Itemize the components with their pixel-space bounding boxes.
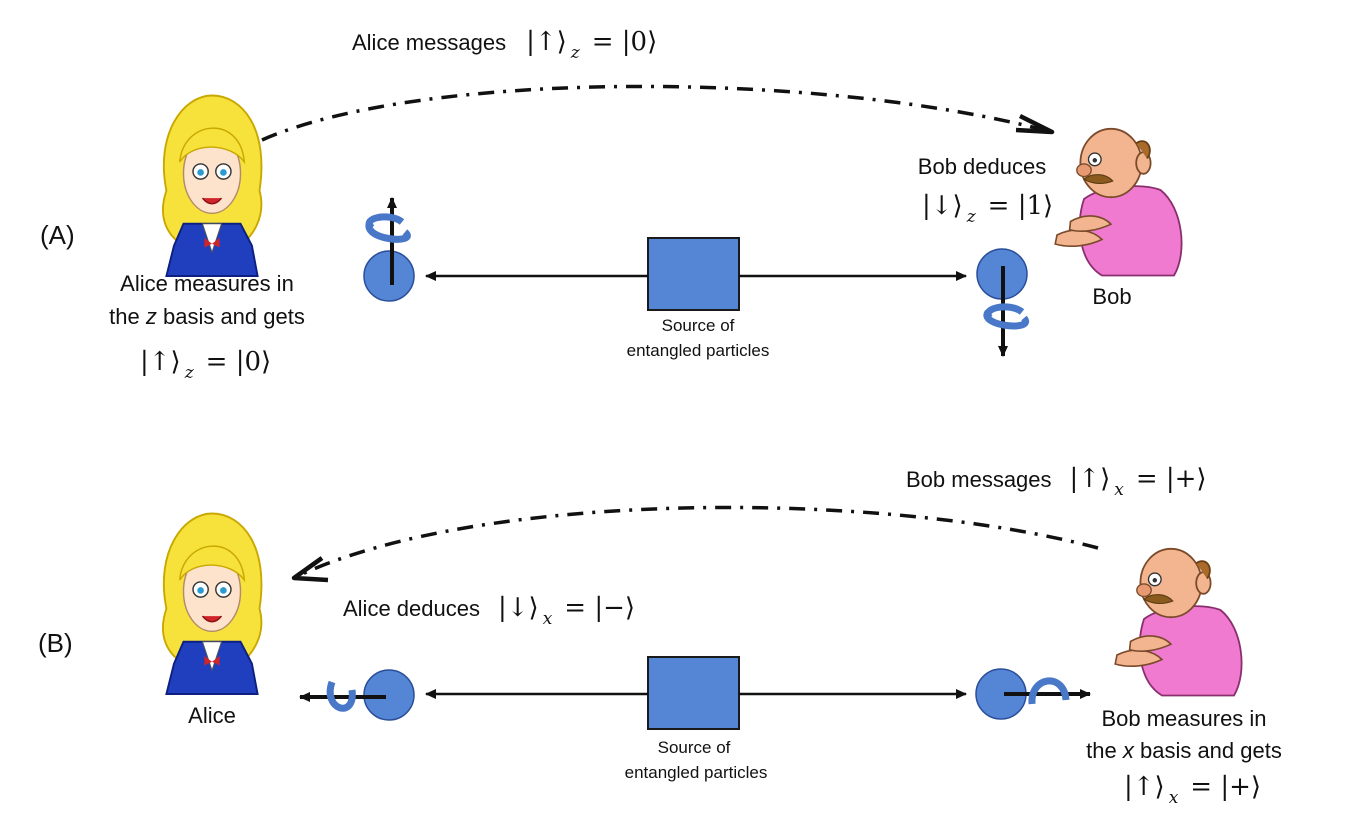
rotation-icon xyxy=(326,680,356,712)
particle-left xyxy=(363,250,415,302)
alice-measure-line2: the z basis and gets xyxy=(109,304,305,329)
bob-avatar xyxy=(1054,127,1183,277)
alice-avatar xyxy=(161,94,263,277)
bob-result: |↓⟩ z = |1⟩ xyxy=(922,191,1053,227)
rotation-icon xyxy=(1028,677,1070,705)
entangled-source xyxy=(647,237,740,311)
panel-label: (B) xyxy=(38,628,73,658)
panel-a: (A) Alice messages |↑⟩ z = |0⟩ Alice mea… xyxy=(40,27,1183,383)
message-caption: Alice messages |↑⟩ z = |0⟩ xyxy=(352,27,657,63)
source-label-2: entangled particles xyxy=(625,763,768,782)
bob-deduces-label: Bob deduces xyxy=(918,154,1046,179)
alice-name: Alice xyxy=(188,703,236,728)
alice-deduces: Alice deduces |↓⟩ x = |−⟩ xyxy=(343,593,635,629)
entangled-source xyxy=(647,656,740,730)
alice-avatar xyxy=(161,512,263,695)
source-label-1: Source of xyxy=(662,316,735,335)
bob-measure-line1: Bob measures in xyxy=(1101,706,1266,731)
bob-avatar xyxy=(1114,547,1243,697)
message-arrow xyxy=(261,84,1053,142)
message-arrow xyxy=(297,505,1099,578)
message-arrowhead xyxy=(1015,113,1055,135)
message-arrowhead xyxy=(291,556,329,583)
bob-result: |↑⟩ x = |+⟩ xyxy=(1124,772,1261,808)
alice-result: |↑⟩ z = |0⟩ xyxy=(140,347,271,383)
message-caption: Bob messages |↑⟩ x = |+⟩ xyxy=(906,464,1207,500)
source-label-1: Source of xyxy=(658,738,731,757)
bob-name: Bob xyxy=(1092,284,1131,309)
rotation-icon xyxy=(365,220,411,243)
bob-measure-line2: the x basis and gets xyxy=(1086,738,1282,763)
source-label-2: entangled particles xyxy=(627,341,770,360)
alice-measure-line1: Alice measures in xyxy=(120,271,294,296)
panel-label: (A) xyxy=(40,220,75,250)
panel-b: (B) Bob messages |↑⟩ x = |+⟩ Alice Alice… xyxy=(38,464,1282,808)
